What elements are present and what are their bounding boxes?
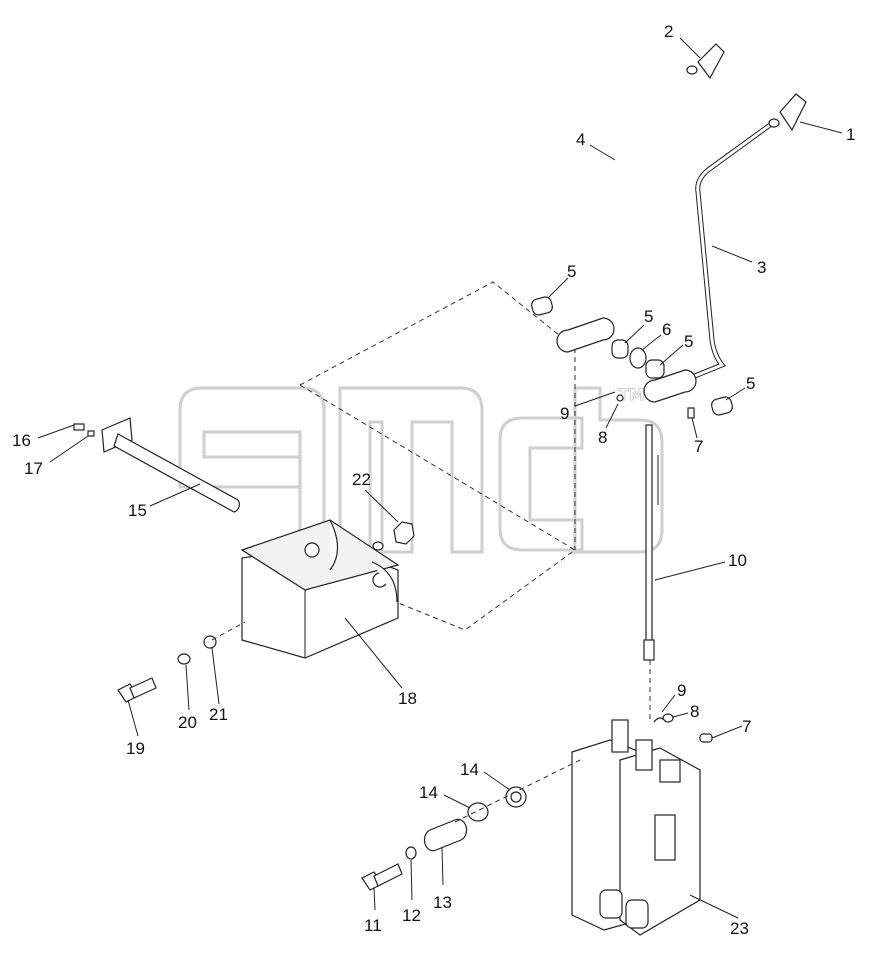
knob-2-icon [697, 43, 725, 80]
callout-15: 15 [128, 501, 147, 520]
fasteners-22 [372, 521, 415, 551]
watermark-tm: TM [618, 385, 645, 404]
callout-2: 2 [664, 22, 673, 41]
callout-8: 8 [598, 428, 607, 447]
valve-block-23 [571, 719, 701, 936]
small-parts-11-14 [361, 759, 581, 891]
lever-4 [599, 43, 725, 332]
callout-7: 7 [742, 717, 751, 736]
callout-5: 5 [567, 262, 576, 281]
callout-5: 5 [746, 374, 755, 393]
callout-6: 6 [662, 320, 671, 339]
callout-20: 20 [178, 713, 197, 732]
callout-14: 14 [419, 783, 438, 802]
callout-5: 5 [644, 307, 653, 326]
callout-labels: 1 2 3 4 5 5 5 5 6 7 7 8 8 9 9 10 11 12 1… [12, 22, 855, 938]
shaft-15 [73, 417, 240, 513]
callout-5: 5 [684, 332, 693, 351]
callout-18: 18 [398, 689, 417, 708]
callout-23: 23 [730, 919, 749, 938]
callout-13: 13 [433, 893, 452, 912]
bracket-18 [240, 519, 400, 659]
callout-9: 9 [560, 404, 569, 423]
callout-12: 12 [402, 906, 421, 925]
control-rod-10 [643, 424, 659, 661]
callout-10: 10 [728, 551, 747, 570]
callout-11: 11 [364, 916, 382, 935]
callout-4: 4 [576, 130, 585, 149]
callout-19: 19 [126, 739, 145, 758]
fasteners-7-8-9 [653, 713, 713, 743]
leader-lines [37, 37, 843, 919]
callout-8: 8 [690, 702, 699, 721]
lever-3 [679, 93, 807, 385]
callout-9: 9 [677, 681, 686, 700]
callout-16: 16 [12, 431, 31, 450]
callout-3: 3 [757, 258, 766, 277]
watermark-logo: TM [178, 385, 664, 554]
knob-1-icon [779, 93, 807, 132]
bolt-19 [117, 635, 217, 703]
pivot-bushings [531, 296, 733, 419]
callout-14: 14 [460, 760, 479, 779]
callout-17: 17 [24, 459, 43, 478]
callout-22: 22 [352, 470, 371, 489]
callout-7: 7 [694, 437, 703, 456]
callout-21: 21 [209, 705, 228, 724]
callout-1: 1 [846, 125, 855, 144]
